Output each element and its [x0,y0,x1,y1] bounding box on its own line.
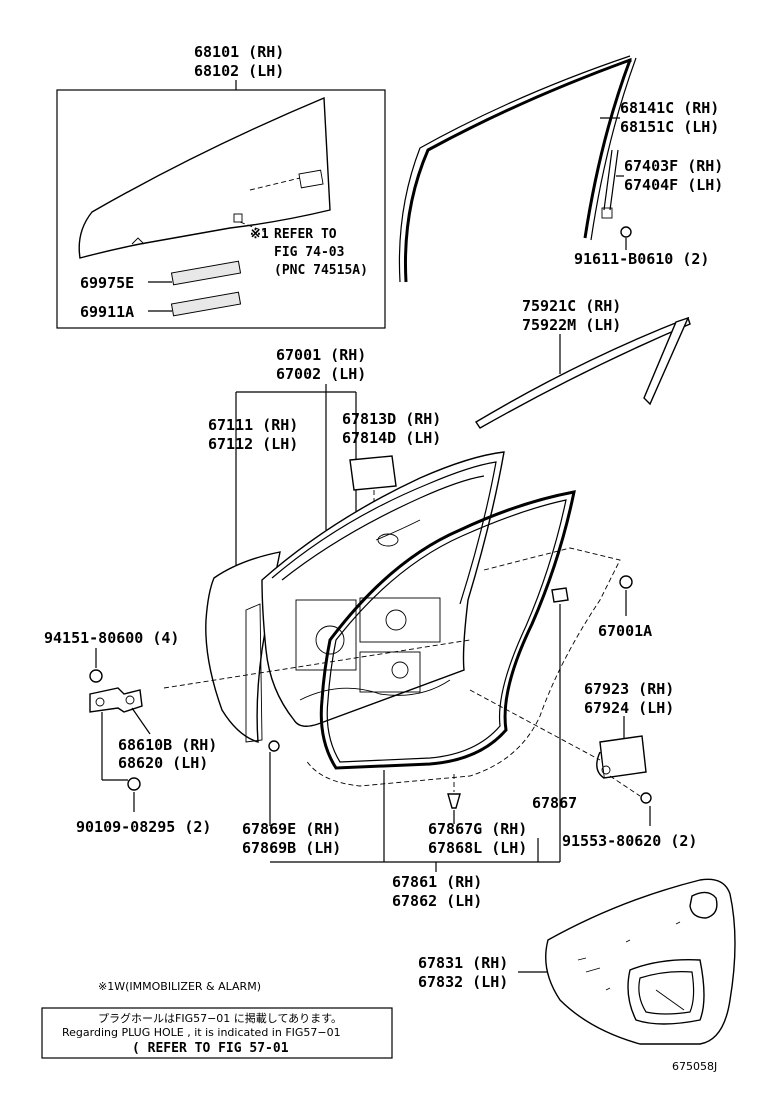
label-67869B: 67869B (LH) [242,839,341,857]
label-94151: 94151-80600 (4) [44,629,179,647]
label-75922M: 75922M (LH) [522,316,621,334]
label-90109: 90109-08295 (2) [76,818,211,836]
door-weatherstrip [163,490,621,787]
label-75921C: 75921C (RH) [522,297,621,315]
footnote: ※1W(IMMOBILIZER & ALARM) [98,980,261,993]
label-91553: 91553-80620 (2) [562,832,697,850]
label-refer-2: FIG 74-03 [274,245,344,260]
label-68610B: 68610B (RH) [118,736,217,754]
glass-group [56,80,386,329]
module-67923 [469,689,652,826]
label-67404F: 67404F (LH) [624,176,723,194]
note-line-ref: ( REFER TO FIG 57-01 [132,1041,289,1056]
label-68141C: 68141C (RH) [620,99,719,117]
label-67403F: 67403F (RH) [624,157,723,175]
belt-moulding [475,316,691,429]
figure-id: 675058J [672,1060,717,1073]
glass-channel [601,149,632,250]
label-69911A: 69911A [80,303,134,321]
pad-69911A [170,291,242,317]
door-trim [518,878,736,1045]
label-68151C: 68151C (LH) [620,118,719,136]
label-67832: 67832 (LH) [418,973,508,991]
label-68101: 68101 (RH) [194,43,284,61]
label-67001: 67001 (RH) [276,346,366,364]
label-67813D: 67813D (RH) [342,410,441,428]
door-hinge [89,648,151,812]
pad-69975E [170,260,242,286]
label-67867: 67867 [532,794,577,812]
label-67111: 67111 (RH) [208,416,298,434]
label-69975E: 69975E [80,274,134,292]
label-67868L: 67868L (LH) [428,839,527,857]
label-refer-1: REFER TO [274,227,337,242]
label-refer-3: (PNC 74515A) [274,263,368,278]
door-outer-panel [205,551,281,743]
label-67112: 67112 (LH) [208,435,298,453]
note-line-en: Regarding PLUG HOLE , it is indicated in… [62,1026,341,1039]
label-refer-mark: ※1 [250,227,269,242]
label-67924: 67924 (LH) [584,699,674,717]
door-assembly [205,451,505,743]
glass-box [56,89,386,329]
label-67862: 67862 (LH) [392,892,482,910]
label-67867G: 67867G (RH) [428,820,527,838]
door-glass [78,96,331,259]
frame-weatherstrip [398,55,637,283]
label-67002: 67002 (LH) [276,365,366,383]
label-91611: 91611-B0610 (2) [574,250,709,268]
label-67869E: 67869E (RH) [242,820,341,838]
label-67814D: 67814D (LH) [342,429,441,447]
label-67861: 67861 (RH) [392,873,482,891]
label-68620: 68620 (LH) [118,754,208,772]
note-box [41,1007,393,1059]
label-67001A: 67001A [598,622,652,640]
label-68102: 68102 (LH) [194,62,284,80]
note-line-jp: プラグホールはFIG57−01 に掲載してあります。 [98,1011,342,1025]
label-67923: 67923 (RH) [584,680,674,698]
label-67831: 67831 (RH) [418,954,508,972]
